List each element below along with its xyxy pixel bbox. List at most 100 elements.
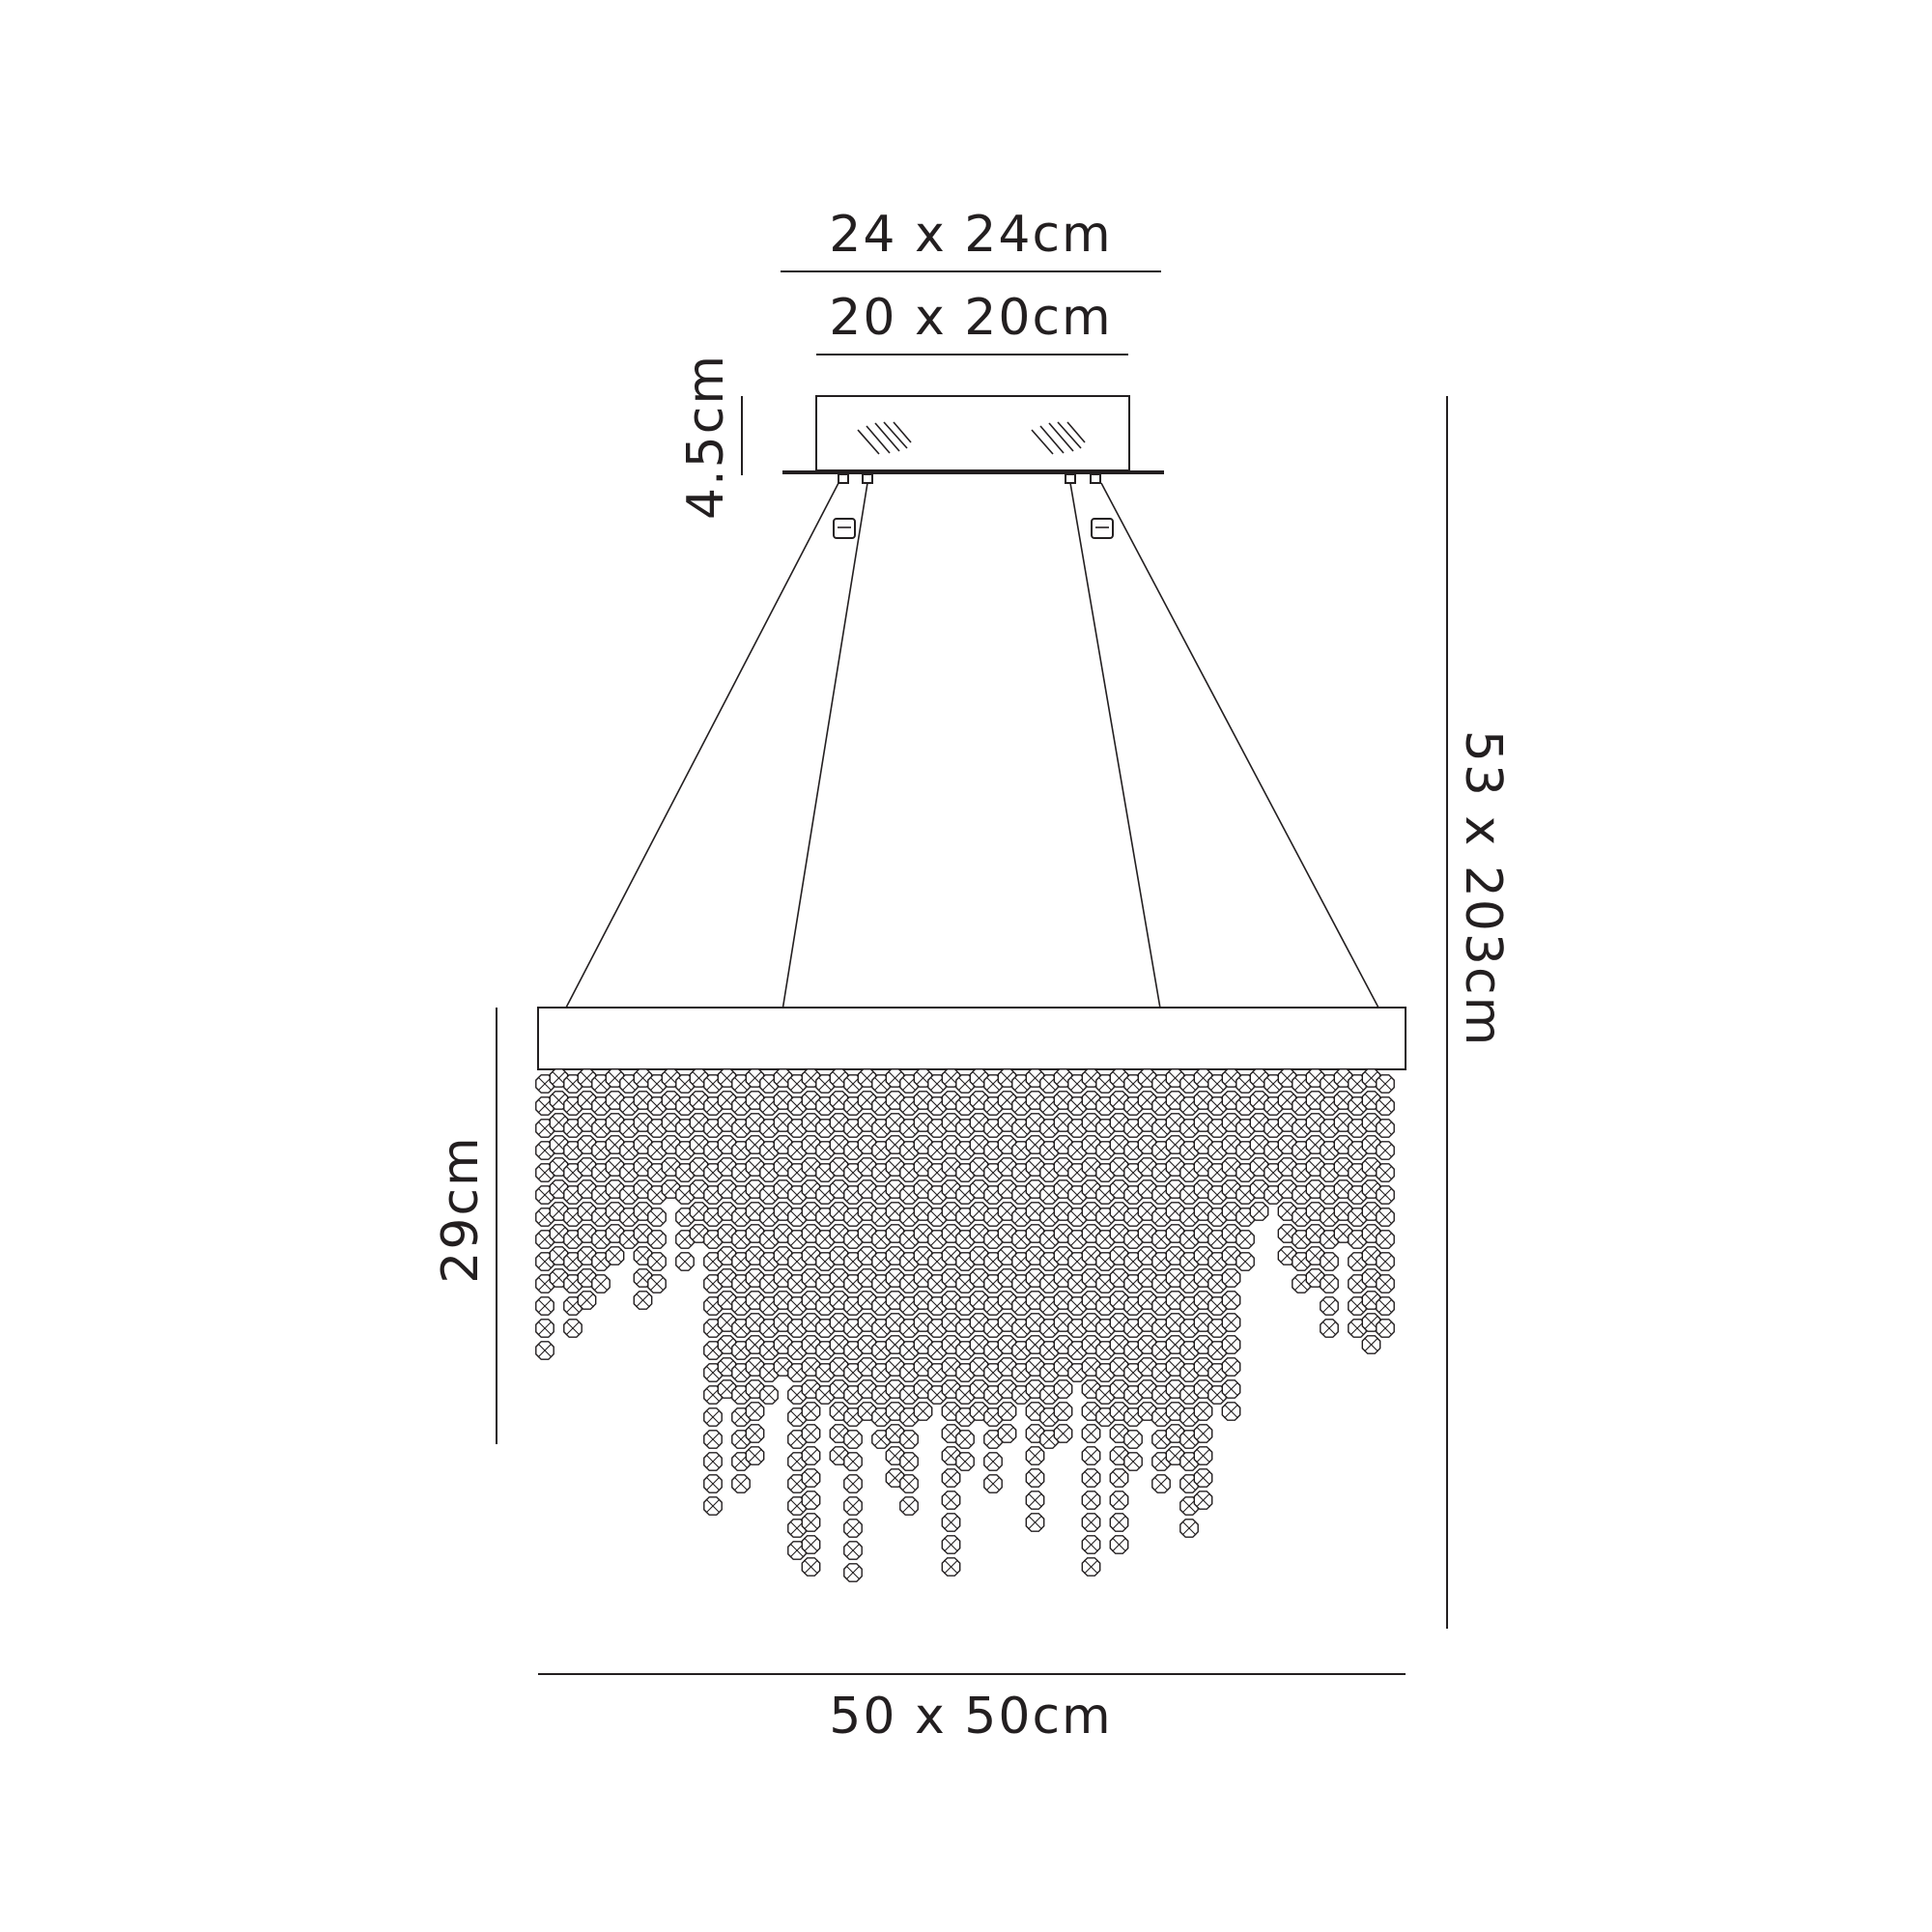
crystal-facet <box>1028 1337 1042 1352</box>
crystal-facet <box>1000 1337 1014 1352</box>
crystal-facet <box>776 1359 790 1375</box>
crystal-facet <box>748 1181 762 1197</box>
crystal-facet <box>692 1137 706 1152</box>
crystal-drop-dimension: 29cm <box>432 1008 497 1444</box>
crystal-facet <box>944 1248 958 1264</box>
crystal-facet <box>860 1226 874 1241</box>
crystal-facet <box>733 1476 749 1492</box>
crystal-facet <box>1028 1226 1042 1241</box>
crystal-strand <box>717 1068 737 1399</box>
crystal-facet <box>761 1387 777 1403</box>
crystal-facet <box>720 1070 734 1086</box>
crystal-facet <box>972 1137 986 1152</box>
crystal-facet <box>1112 1204 1126 1219</box>
crystal-strand <box>1179 1074 1199 1538</box>
crystal-facet <box>972 1315 986 1330</box>
suspension-wires <box>564 482 1380 1071</box>
crystal-facet <box>888 1159 902 1175</box>
crystal-facet <box>804 1226 818 1241</box>
crystal-facet <box>649 1232 665 1247</box>
crystal-facet <box>845 1543 861 1558</box>
crystal-facet <box>1321 1321 1337 1336</box>
crystal-facet <box>916 1137 930 1152</box>
crystal-facet <box>1308 1159 1322 1175</box>
crystal-facet <box>1028 1381 1042 1397</box>
crystal-facet <box>1140 1270 1154 1286</box>
crystal-strand <box>843 1074 863 1582</box>
crystal-facet <box>972 1159 986 1175</box>
crystal-facet <box>832 1248 846 1264</box>
crystal-facet <box>776 1337 790 1352</box>
crystal-facet <box>1140 1337 1154 1352</box>
crystal-strand <box>661 1068 681 1199</box>
crystal-facet <box>1140 1181 1154 1197</box>
crystal-facet <box>888 1381 902 1397</box>
crystal-facet <box>1224 1293 1238 1308</box>
crystal-facet <box>1252 1070 1266 1086</box>
crystal-facet <box>916 1159 930 1175</box>
crystal-facet <box>888 1448 902 1463</box>
crystal-facet <box>1084 1115 1098 1130</box>
crystal-facet <box>1364 1226 1378 1241</box>
crystal-facet <box>972 1070 986 1086</box>
crystal-facet <box>1112 1337 1126 1352</box>
crystal-facet <box>636 1204 650 1219</box>
crystal-facet <box>1321 1276 1337 1292</box>
crystal-facet <box>664 1137 678 1152</box>
crystal-strand <box>1320 1074 1339 1338</box>
crystal-facet <box>1140 1315 1154 1330</box>
crystal-facet <box>888 1404 902 1419</box>
crystal-facet <box>705 1432 721 1447</box>
crystal-strand <box>1039 1074 1059 1449</box>
crystal-facet <box>1140 1293 1154 1308</box>
crystal-facet <box>1028 1204 1042 1219</box>
crystal-facet <box>1224 1204 1238 1219</box>
crystal-facet <box>916 1404 930 1419</box>
crystal-facet <box>1378 1254 1393 1269</box>
crystal-facet <box>1224 1381 1238 1397</box>
crystal-facet <box>1252 1204 1266 1219</box>
crystal-facet <box>748 1137 762 1152</box>
canopy-outer-dimension: 24 x 24cm <box>781 206 1161 272</box>
crystal-facet <box>1000 1181 1014 1197</box>
crystal-facet <box>1378 1209 1393 1225</box>
crystal-facet <box>580 1248 594 1264</box>
crystal-facet <box>565 1321 581 1336</box>
crystal-facet <box>1028 1315 1042 1330</box>
crystal-facet <box>748 1204 762 1219</box>
crystal-facet <box>1336 1204 1350 1219</box>
crystal-facet <box>1028 1470 1042 1486</box>
crystal-facet <box>580 1093 594 1108</box>
crystal-facet <box>944 1337 958 1352</box>
crystal-facet <box>1000 1293 1014 1308</box>
crystal-facet <box>692 1226 706 1241</box>
crystal-facet <box>944 1181 958 1197</box>
crystal-facet <box>748 1448 762 1463</box>
crystal-facet <box>1056 1070 1070 1086</box>
crystal-facet <box>901 1454 917 1469</box>
crystal-strand <box>1277 1068 1297 1265</box>
crystal-facet <box>1378 1321 1393 1336</box>
crystal-facet <box>1028 1159 1042 1175</box>
crystal-strand <box>1221 1068 1241 1421</box>
crystal-facet <box>1196 1426 1210 1441</box>
crystal-facet <box>720 1204 734 1219</box>
cable-grips <box>833 473 1114 539</box>
crystal-facet <box>804 1093 818 1108</box>
crystal-facet <box>748 1226 762 1241</box>
crystal-strand <box>1193 1068 1213 1510</box>
overall-height-label: 53 x 203cm <box>1454 730 1512 1048</box>
crystal-facet <box>1028 1181 1042 1197</box>
crystal-facet <box>1252 1115 1266 1130</box>
crystal-facet <box>1168 1093 1182 1108</box>
crystal-facet <box>972 1293 986 1308</box>
crystal-strand <box>1123 1074 1143 1471</box>
crystal-facet <box>1028 1070 1042 1086</box>
crystal-facet <box>845 1520 861 1536</box>
canopy-inner-label: 20 x 20cm <box>829 289 1112 347</box>
crystal-facet <box>1140 1404 1154 1419</box>
crystal-strand <box>1011 1074 1031 1405</box>
crystal-facet <box>1196 1270 1210 1286</box>
crystal-facet <box>804 1315 818 1330</box>
crystal-facet <box>944 1093 958 1108</box>
